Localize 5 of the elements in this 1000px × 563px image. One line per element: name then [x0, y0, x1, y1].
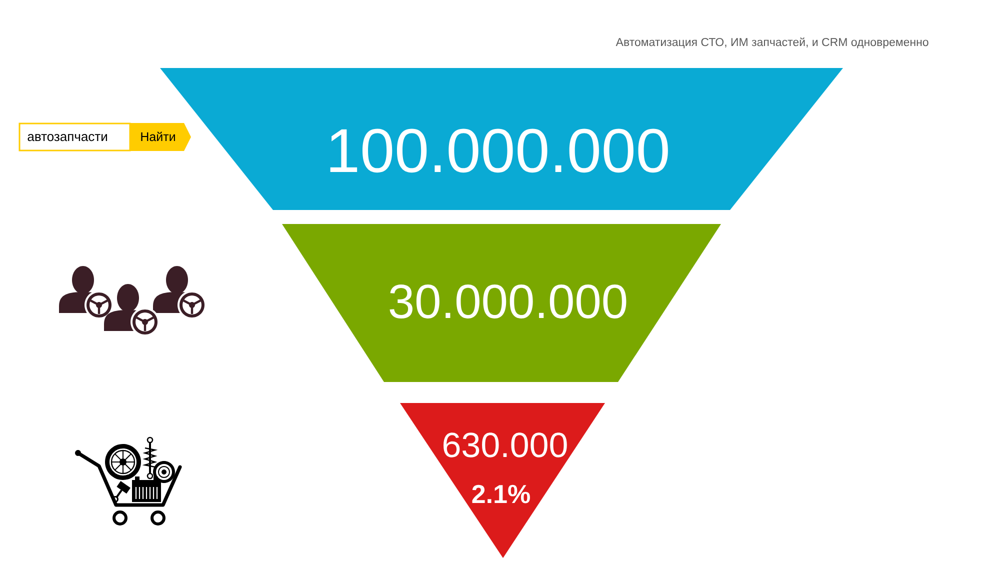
- header-text: Автоматизация СТО, ИМ запчастей, и CRM одновременно: [616, 37, 928, 48]
- funnel-trapezoid: 30.000.000: [282, 224, 721, 382]
- search-field: автозапчасти: [18, 122, 131, 152]
- funnel-triangle: 630.000 2.1%: [400, 403, 605, 558]
- search-button: Найти: [130, 123, 191, 151]
